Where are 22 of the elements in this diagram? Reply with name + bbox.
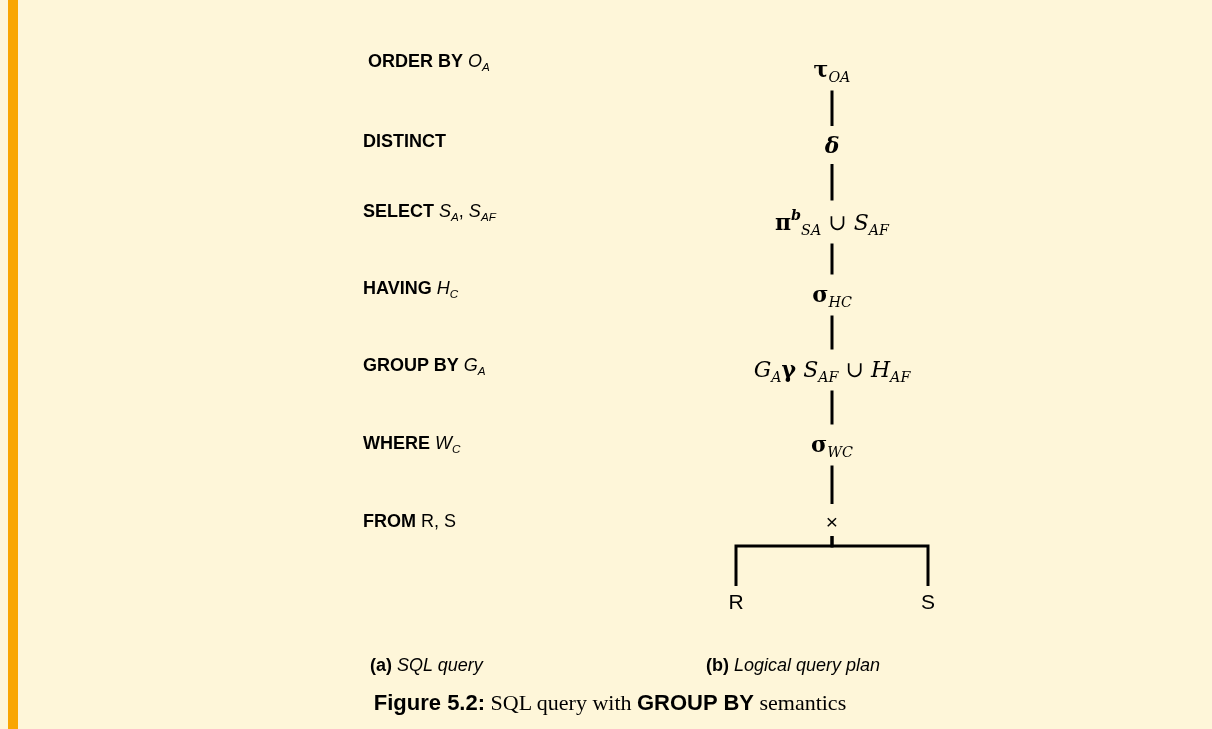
operator-symbol: δ	[820, 130, 844, 160]
sql-clause: WHERE W$_{C}$	[363, 432, 461, 456]
sql-clause: DISTINCT	[363, 130, 446, 152]
sql-clause: HAVING H$_{C}$	[363, 277, 459, 301]
sql-clause: FROM R, S	[363, 510, 456, 532]
tree-connector	[830, 90, 834, 126]
operator-symbol: S	[917, 588, 939, 616]
subfigure-caption: (a) SQL query	[370, 654, 483, 676]
tree-connector	[830, 164, 834, 201]
tree-connector	[830, 465, 834, 504]
operator-symbol: R	[724, 588, 748, 616]
operator-symbol: ×	[821, 508, 843, 536]
sql-clause: GROUP BY G$_{A}$	[363, 354, 486, 378]
tree-connector	[830, 390, 834, 425]
sql-clause: ORDER BY O$_{A}$	[368, 50, 490, 74]
operator-symbol: G$_{A}$γ S$_{AF}$ ∪ H$_{AF}$	[749, 353, 915, 387]
tree-connector	[830, 536, 930, 586]
tree-connector	[830, 315, 834, 350]
subfigure-caption: (b) Logical query plan	[706, 654, 881, 676]
figure-caption: Figure 5.2: SQL query with GROUP BY semantics	[373, 690, 847, 716]
sql-clause: SELECT S$_{A}$, S$_{AF}$	[363, 200, 496, 224]
tree-connector	[830, 243, 834, 275]
